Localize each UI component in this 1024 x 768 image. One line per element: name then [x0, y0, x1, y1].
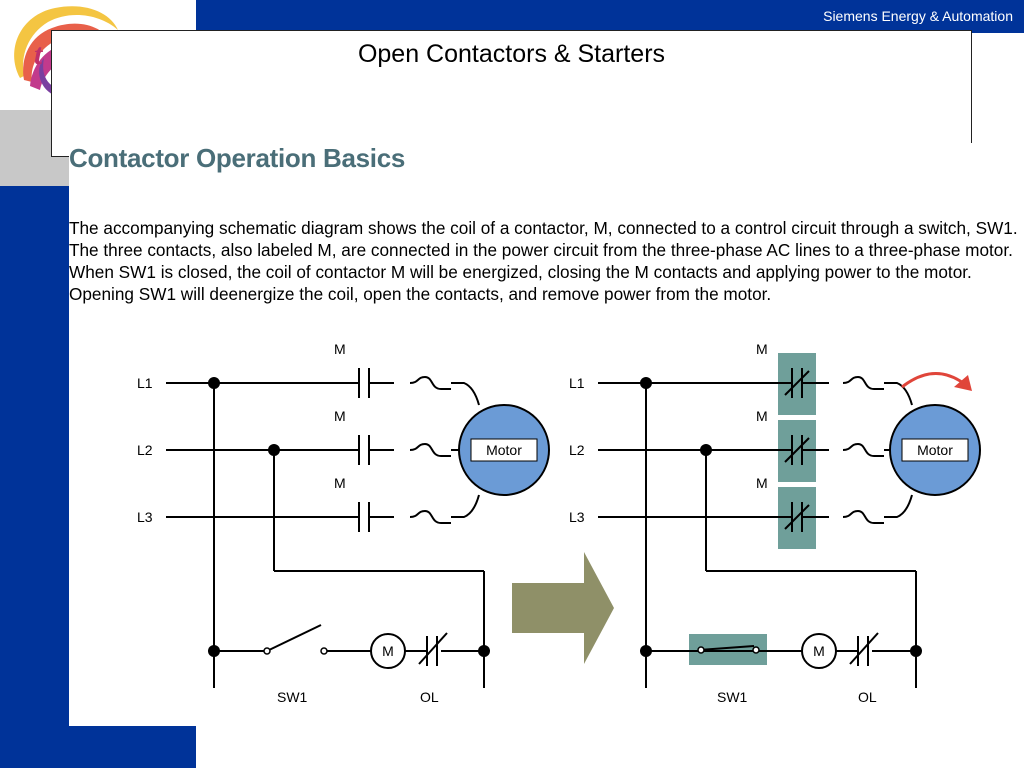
left-motor-label: Motor — [486, 442, 522, 458]
left-overload-label: OL — [420, 689, 439, 705]
logo-letter: t — [34, 38, 44, 71]
section-heading: Contactor Operation Basics — [69, 143, 406, 173]
transition-arrow — [512, 552, 614, 664]
title-box: Open Contactors & Starters — [51, 30, 972, 157]
left-switch-label: SW1 — [277, 689, 308, 705]
slide-title: Open Contactors & Starters — [357, 40, 666, 68]
logo: t — [0, 0, 196, 110]
right-line-label-l2: L2 — [569, 442, 585, 458]
right-line-label-l3: L3 — [569, 509, 585, 525]
right-coil — [801, 633, 837, 669]
rotation-arrow-icon — [901, 372, 967, 389]
right-coil-label: M — [813, 643, 825, 659]
right-circuit-parts: Motor L1 L2 L3 M M M M SW1 OL — [569, 341, 981, 705]
right-contact-highlights — [689, 353, 816, 665]
left-coil-label: M — [382, 643, 394, 659]
right-contact-label-1: M — [756, 341, 768, 357]
right-motor-label: Motor — [917, 442, 953, 458]
left-line-label-l2: L2 — [137, 442, 153, 458]
left-contact-label-1: M — [334, 341, 346, 357]
section-paragraph: The accompanying schematic diagram shows… — [69, 218, 1018, 304]
left-contact-label-2: M — [334, 408, 346, 424]
content-image: Contactor Operation Basics The accompany… — [69, 143, 1024, 726]
left-coil — [370, 633, 406, 669]
right-contact-label-2: M — [756, 408, 768, 424]
right-overload-label: OL — [858, 689, 877, 705]
left-circuit — [166, 368, 485, 688]
left-contact-label-3: M — [334, 475, 346, 491]
left-line-label-l1: L1 — [137, 375, 153, 391]
company-name: Siemens Energy & Automation — [823, 8, 1013, 24]
top-bar: Siemens Energy & Automation — [196, 0, 1024, 33]
right-line-label-l1: L1 — [569, 375, 585, 391]
right-contact-label-3: M — [756, 475, 768, 491]
left-circuit-parts: Motor L1 L2 L3 M M M M SW1 OL — [137, 341, 550, 705]
contactor-schematic: Motor L1 L2 L3 M M M M SW1 OL — [137, 341, 981, 705]
left-line-label-l3: L3 — [137, 509, 153, 525]
right-circuit — [598, 368, 917, 688]
right-switch-label: SW1 — [717, 689, 748, 705]
